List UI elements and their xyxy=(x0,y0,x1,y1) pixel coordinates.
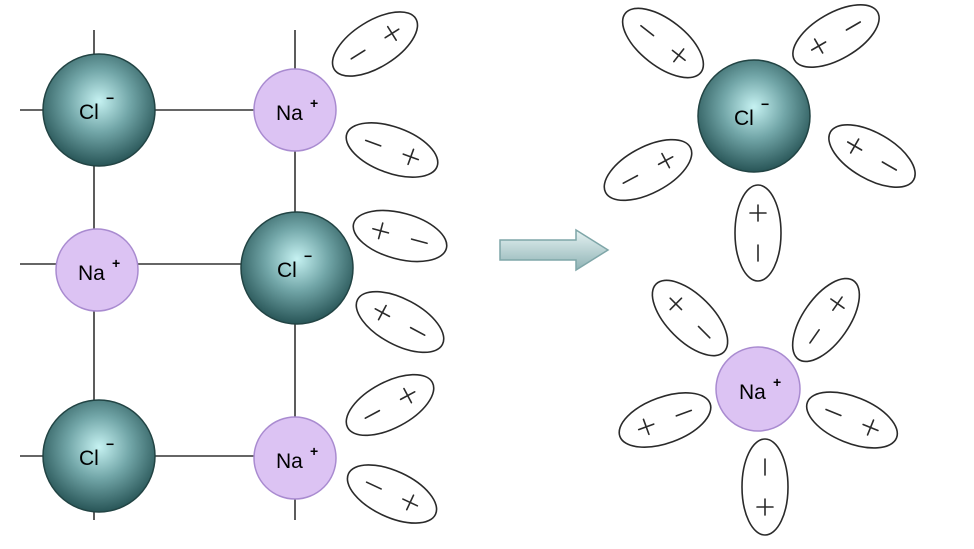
svg-text:Na: Na xyxy=(739,381,766,404)
svg-text:+: + xyxy=(773,374,781,390)
svg-text:−: − xyxy=(761,96,769,112)
water-dipole xyxy=(338,111,446,189)
water-dipole xyxy=(594,126,702,214)
chloride-ion: Cl − xyxy=(240,211,354,325)
water-dipole xyxy=(321,0,429,90)
sodium-ion: Na + xyxy=(253,68,337,152)
svg-text:+: + xyxy=(112,255,120,271)
water-dipole xyxy=(798,379,906,461)
svg-text:Cl: Cl xyxy=(277,259,297,282)
water-dipole xyxy=(741,438,789,536)
sodium-ion: Na + xyxy=(715,346,801,432)
water-dipole xyxy=(611,381,719,459)
water-dipole xyxy=(818,111,926,201)
svg-text:−: − xyxy=(106,436,114,452)
water-dipole xyxy=(782,0,890,81)
chloride-ion: Cl − xyxy=(42,399,156,513)
svg-text:Na: Na xyxy=(78,262,105,285)
svg-text:−: − xyxy=(304,248,312,264)
water-dipole xyxy=(734,184,782,282)
water-dipole xyxy=(778,266,874,374)
svg-text:+: + xyxy=(310,95,318,111)
svg-text:Cl: Cl xyxy=(79,101,99,124)
water-dipole xyxy=(337,452,447,536)
chloride-ion: Cl − xyxy=(42,53,156,167)
water-dipole xyxy=(336,361,444,449)
svg-text:−: − xyxy=(106,90,114,106)
water-dipole xyxy=(610,0,716,92)
right-arrow-icon xyxy=(499,228,610,272)
sodium-ion: Na + xyxy=(55,228,139,312)
sodium-ion: Na + xyxy=(253,416,337,500)
svg-text:Na: Na xyxy=(276,102,303,125)
svg-text:Cl: Cl xyxy=(734,107,754,130)
svg-text:+: + xyxy=(310,443,318,459)
svg-text:Cl: Cl xyxy=(79,447,99,470)
svg-text:Na: Na xyxy=(276,450,303,473)
water-dipole xyxy=(346,278,454,366)
chloride-ion: Cl − xyxy=(697,59,811,173)
water-dipole xyxy=(346,200,454,272)
water-dipole xyxy=(638,266,742,370)
